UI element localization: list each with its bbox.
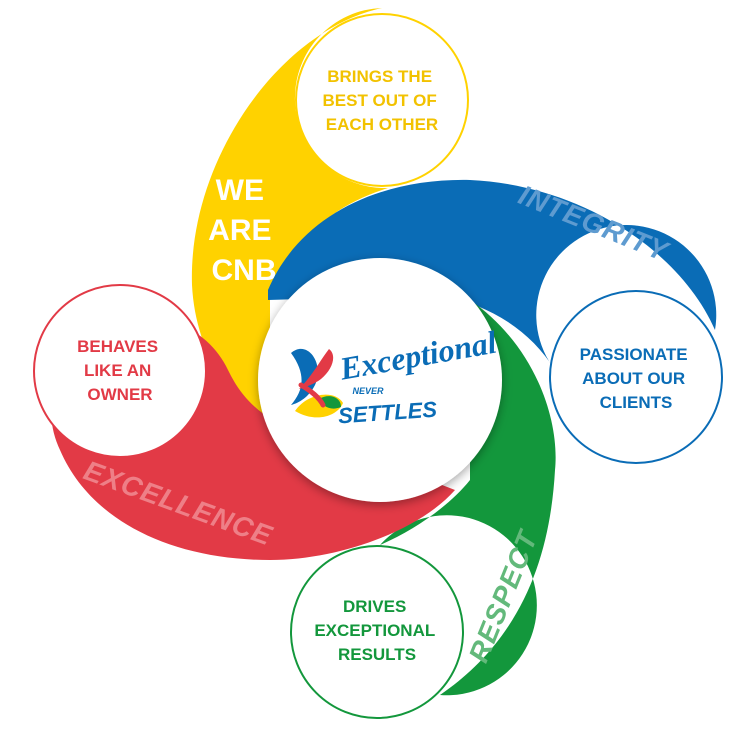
green-circle-line-1: DRIVES — [343, 597, 406, 616]
red-petal: BEHAVES LIKE AN OWNER EXCELLENCE — [33, 284, 455, 560]
green-circle-text: DRIVES EXCEPTIONAL RESULTS — [314, 597, 439, 664]
blue-swirl-shape — [268, 179, 717, 370]
green-circle-line-2: EXCEPTIONAL — [314, 621, 435, 640]
blue-circle-text: PASSIONATE ABOUT OUR CLIENTS — [580, 345, 693, 412]
red-circle-line-1: BEHAVES — [77, 337, 158, 356]
blue-circle-line-1: PASSIONATE — [580, 345, 688, 364]
blue-circle-line-3: CLIENTS — [600, 393, 673, 412]
headline-line-1: WE — [216, 174, 264, 207]
we-are-cnb-headline: WE ARE CNB — [208, 174, 280, 287]
yellow-circle-line-1: BRINGS THE — [327, 67, 432, 86]
green-swirl-shape — [380, 300, 556, 696]
center-logo: Exceptional NEVER SETTLES — [258, 258, 502, 502]
yellow-circle-line-3: EACH OTHER — [326, 115, 438, 134]
yellow-petal: BRINGS THE BEST OUT OF EACH OTHER WE ARE… — [191, 8, 469, 430]
green-circle-line-3: RESULTS — [338, 645, 416, 664]
cnb-x-mark-icon — [291, 348, 343, 418]
headline-line-3: CNB — [212, 254, 277, 287]
yellow-circle-text: BRINGS THE BEST OUT OF EACH OTHER — [322, 67, 441, 134]
center-circle — [258, 258, 502, 502]
red-circle-text: BEHAVES LIKE AN OWNER — [77, 337, 163, 404]
blue-circle-line-2: ABOUT OUR — [582, 369, 685, 388]
headline-line-2: ARE — [208, 214, 271, 247]
yellow-swirl-shape — [191, 8, 388, 430]
yellow-circle-line-2: BEST OUT OF — [322, 91, 436, 110]
red-circle-line-2: LIKE AN — [84, 361, 151, 380]
yellow-value-circle — [295, 13, 469, 187]
green-value-circle — [290, 545, 464, 719]
blue-value-circle — [549, 290, 723, 464]
red-value-circle — [33, 284, 207, 458]
logo-small-word: NEVER — [352, 386, 384, 396]
red-circle-line-3: OWNER — [87, 385, 152, 404]
